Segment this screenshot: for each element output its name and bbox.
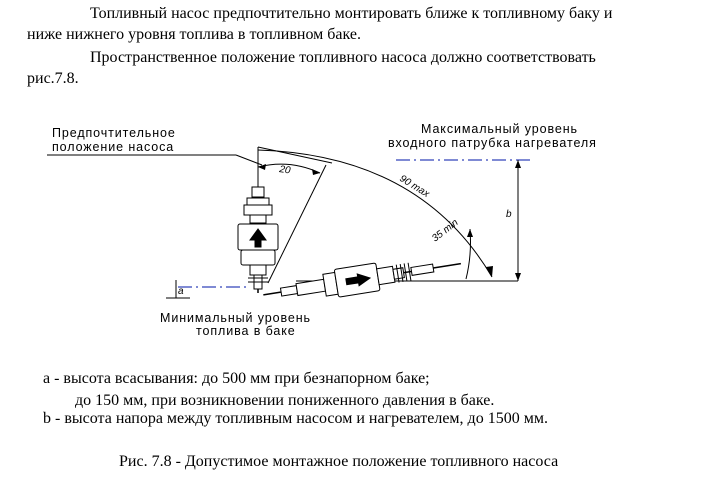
angle-35-label: 35 min — [430, 217, 461, 244]
paragraph-2-line-2: рис.7.8. — [27, 70, 79, 87]
label-preferred-line-1: Предпочтительное — [52, 126, 176, 140]
label-preferred-line-2: положение насоса — [52, 140, 174, 154]
dim-a-label: a — [178, 286, 184, 297]
angle-20-label: 20 — [278, 164, 292, 177]
angle-20-ray — [257, 146, 333, 164]
angle-90-arc — [257, 149, 493, 278]
note-b: b - высота напора между топливным насосо… — [43, 410, 548, 427]
angle-90-arrow — [486, 266, 493, 277]
angle-20-arrow-left — [258, 164, 266, 170]
note-a-line-2: до 150 мм, при возникновении пониженного… — [75, 392, 495, 409]
label-min-level-line-1: Минимальный уровень — [160, 311, 311, 325]
paragraph-1-line-2: ниже нижнего уровня топлива в топливном … — [27, 26, 361, 43]
pump-vertical — [237, 186, 279, 293]
pump-mounting-diagram: Предпочтительное положение насоса Максим… — [47, 122, 597, 338]
note-a-line-1: a - высота всасывания: до 500 мм при без… — [43, 370, 430, 387]
dim-b-arrow-top — [515, 160, 521, 168]
paragraph-2-line-1: Пространственное положение топливного на… — [90, 49, 596, 66]
figure-caption: Рис. 7.8 - Допустимое монтажное положени… — [119, 453, 559, 470]
dim-b-label: b — [506, 209, 512, 220]
label-max-level-line-1: Максимальный уровень — [421, 122, 578, 136]
label-min-level-line-2: топлива в баке — [196, 324, 296, 338]
angle-20-line — [267, 164, 327, 284]
pump-inclined — [263, 262, 461, 298]
dim-b-arrow-bottom — [515, 273, 521, 281]
angle-35-arrow — [467, 229, 473, 237]
paragraph-1-line-1: Топливный насос предпочтительно монтиров… — [90, 5, 613, 22]
label-max-level-line-2: входного патрубка нагревателя — [388, 136, 597, 150]
angle-20-arrow-right — [312, 169, 320, 175]
